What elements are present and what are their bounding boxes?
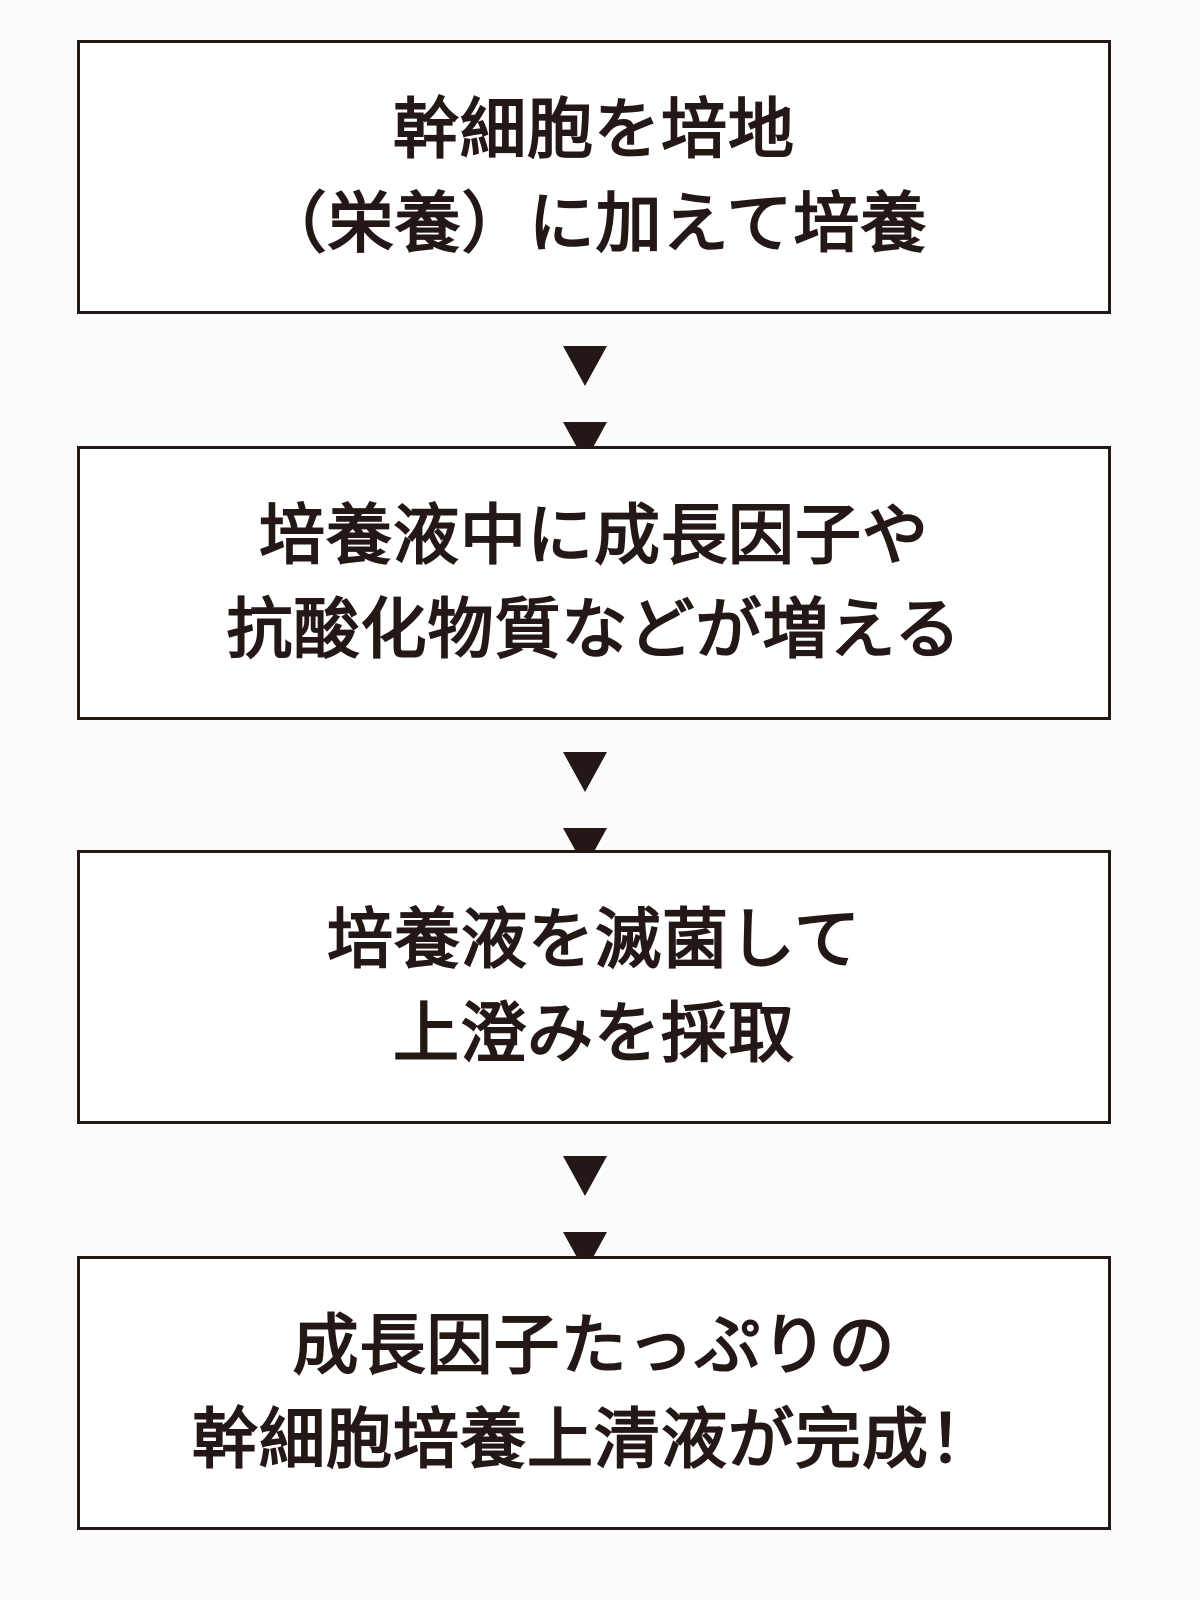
step-box-3: 培養液を滅菌して 上澄みを採取 [77,850,1111,1124]
step-box-1: 幹細胞を培地 （栄養）に加えて培養 [77,40,1111,314]
step-2-line-1: 培養液中に成長因子や [259,497,929,574]
step-1-line-2: （栄養）に加えて培養 [260,185,928,262]
down-triangle-icon [563,346,607,386]
step-1-line-1: 幹細胞を培地 [393,91,795,168]
down-triangle-icon [563,1156,607,1196]
step-4-line-2: 幹細胞培養上清液が完成！ [192,1401,996,1478]
step-3-line-1: 培養液を滅菌して [326,901,862,978]
step-box-2: 培養液中に成長因子や 抗酸化物質などが増える [77,446,1111,720]
step-3-line-2: 上澄みを採取 [393,995,795,1072]
step-box-4: 成長因子たっぷりの 幹細胞培養上清液が完成！ [77,1256,1111,1530]
down-triangle-icon [563,752,607,792]
step-2-line-2: 抗酸化物質などが増える [226,591,962,668]
step-4-line-1: 成長因子たっぷりの [292,1307,896,1384]
